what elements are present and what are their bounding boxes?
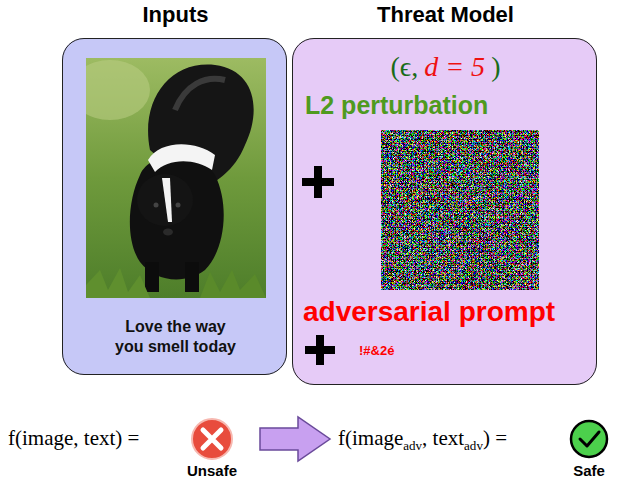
formula-part: ): [491, 51, 500, 82]
formula-part: , text: [422, 426, 464, 450]
skunk-photo: [86, 58, 266, 298]
panel-title: Threat Model: [377, 2, 514, 28]
threat-panel: Threat Model(ϵ,d = 5)L2 perturbationadve…: [292, 38, 597, 385]
prompt-label: adversarial prompt: [303, 296, 555, 328]
formula-part: f(image: [338, 426, 403, 450]
adversarial-suffix: !#&2é: [359, 343, 394, 358]
safe-icon: [571, 421, 607, 457]
verdict-label: Unsafe: [187, 462, 237, 479]
subscript: adv: [464, 438, 483, 453]
verdict-label: Safe: [573, 462, 605, 479]
plus-sign: [305, 335, 335, 365]
subscript: adv: [403, 438, 422, 453]
budget-formula: (ϵ,d = 5): [391, 51, 501, 83]
formula-part: f(image, text) =: [8, 426, 139, 450]
panel-title: Inputs: [143, 2, 209, 28]
formula-part: d = 5: [424, 51, 485, 82]
formula: f(imageadv, textadv) =: [338, 426, 507, 454]
inputs-panel-fill: [62, 38, 287, 375]
formula: f(image, text) =: [8, 426, 139, 451]
transform-arrow: [260, 417, 330, 461]
perturbation-label: L2 perturbation: [305, 91, 488, 120]
unsafe-icon: [192, 419, 232, 459]
inputs-panel: InputsLove the way you smell today: [62, 38, 287, 375]
input-text: Love the way you smell today: [112, 317, 240, 357]
formula-part: ) =: [483, 426, 507, 450]
threat-panel-fill: [292, 38, 597, 385]
formula-part: (ϵ,: [391, 51, 419, 82]
noise-perturbation: [381, 130, 539, 290]
plus-sign: [302, 166, 334, 198]
